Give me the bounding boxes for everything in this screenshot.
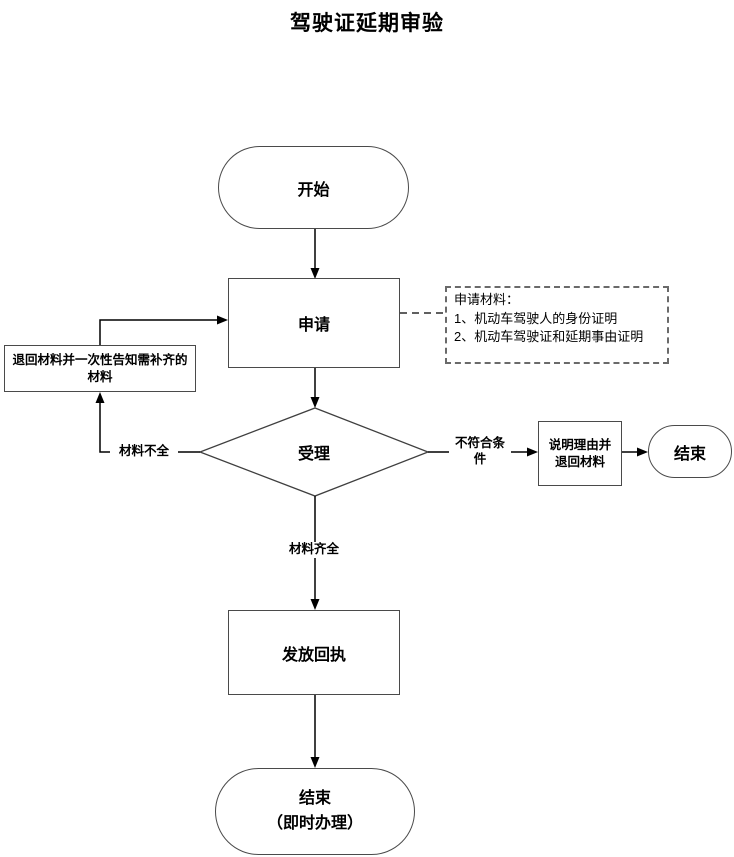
node-start: 开始 xyxy=(218,146,409,229)
edge-label-materials-complete: 材料齐全 xyxy=(282,542,346,558)
edge-label-unqualified: 不符合条 件 xyxy=(449,436,511,468)
edge-return-apply xyxy=(99,319,219,345)
page-title: 驾驶证延期审验 xyxy=(290,12,444,35)
application-materials-note: 申请材料： 1、机动车驾驶人的身份证明 2、机动车驾驶证和延期事由证明 xyxy=(445,286,669,364)
arrowhead-return-apply xyxy=(217,315,228,325)
arrowhead-apply-review xyxy=(310,397,320,408)
arrowhead-review-receipt xyxy=(310,599,320,610)
node-end-bottom: 结束 （即时办理） xyxy=(215,768,415,855)
node-apply: 申请 xyxy=(228,278,400,368)
review-diamond-shape xyxy=(198,407,430,497)
node-return-materials: 退回材料并一次性告知需补齐的 材料 xyxy=(4,345,196,392)
arrowhead-receipt-end xyxy=(310,757,320,768)
node-explain-return: 说明理由并 退回材料 xyxy=(538,421,622,486)
arrowhead-explain-end xyxy=(637,447,648,457)
note-title: 申请材料： xyxy=(454,292,520,307)
edge-label-materials-incomplete: 材料不全 xyxy=(110,444,178,460)
note-line-1: 1、机动车驾驶人的身份证明 xyxy=(454,310,618,326)
node-issue-receipt: 发放回执 xyxy=(228,610,400,695)
arrowhead-start-apply xyxy=(310,268,320,279)
node-end-right: 结束 xyxy=(648,425,732,478)
note-line-2: 2、机动车驾驶证和延期事由证明 xyxy=(454,329,644,344)
arrowhead-review-explain xyxy=(527,447,538,457)
arrowhead-review-return xyxy=(95,392,105,403)
